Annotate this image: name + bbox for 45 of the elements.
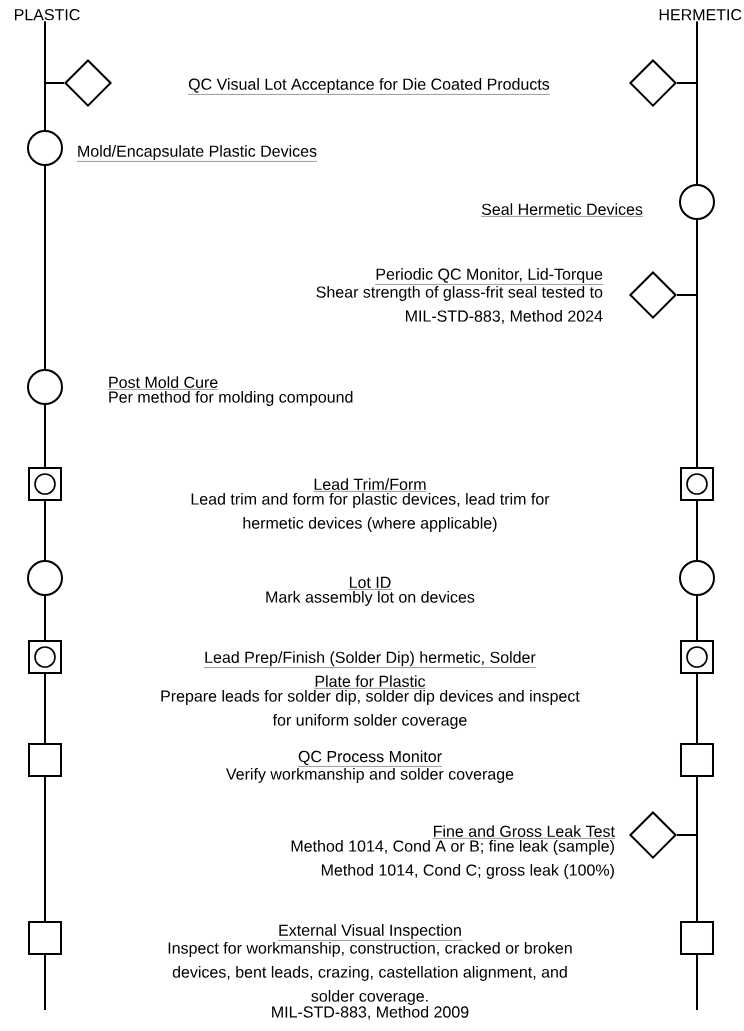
circle-symbol	[27, 560, 63, 596]
circle-symbol	[679, 184, 715, 220]
step-description: External Visual Inspection Inspect for workmanship, construction, cracked or broken devices, bent leads, crazing, castellation alignment, and solder coverage. MIL-STD-883, Method 2009	[168, 924, 572, 1020]
flow-line	[44, 500, 46, 561]
flow-line	[44, 673, 46, 744]
flow-line	[696, 595, 698, 641]
step-description: Mold/Encapsulate Plastic Devices	[76, 145, 318, 162]
circle-symbol	[27, 369, 63, 405]
step-description: Seal Hermetic Devices	[480, 203, 644, 217]
square-symbol	[680, 921, 714, 955]
flow-line	[44, 954, 46, 1011]
step-description: QC Visual Lot Acceptance for Die Coated Products	[187, 78, 551, 95]
step-description: Post Mold Cure Per method for molding compound	[107, 376, 353, 406]
branch-line	[676, 834, 698, 836]
column-heading: HERMETIC	[659, 9, 742, 21]
flow-line	[696, 219, 698, 468]
square-symbol	[680, 743, 714, 777]
flow-line	[44, 404, 46, 468]
flow-line	[696, 776, 698, 922]
step-description: Lead Trim/Form Lead trim and form for plastic devices, lead trim for hermetic devices (where applicable)	[191, 478, 550, 532]
flow-line	[696, 500, 698, 561]
column-heading: PLASTIC	[14, 9, 80, 21]
step-description: Periodic QC Monitor, Lid-Torque Shear strength of glass-frit seal tested to MIL-STD-883, Method 2024	[316, 268, 604, 324]
step-description: Lot ID Mark assembly lot on devices	[266, 576, 475, 606]
circle-symbol	[679, 560, 715, 596]
flow-line	[44, 776, 46, 922]
step-description: QC Process Monitor Verify workmanship and solder coverage	[226, 750, 514, 783]
branch-line	[44, 82, 65, 84]
diamond-symbol	[64, 59, 112, 107]
diamond-symbol	[629, 271, 677, 319]
flow-line	[44, 20, 46, 131]
branch-line	[676, 82, 698, 84]
flow-line	[696, 20, 698, 185]
square-symbol	[28, 921, 62, 955]
flow-line	[44, 595, 46, 641]
step-description: Lead Prep/Finish (Solder Dip) hermetic, Solder Plate for Plastic Prepare leads for solder dip, solder dip devices and inspect for uniform solder coverage	[161, 651, 580, 729]
circle-symbol	[27, 130, 63, 166]
diamond-symbol	[629, 59, 677, 107]
flow-line	[44, 165, 46, 370]
step-description: Fine and Gross Leak Test Method 1014, Cond A or B; fine leak (sample) Method 1014, Cond C; gross leak (100%)	[291, 825, 616, 879]
flow-line	[696, 673, 698, 744]
flow-line	[696, 954, 698, 1011]
diamond-symbol	[629, 811, 677, 859]
square-symbol	[28, 743, 62, 777]
branch-line	[676, 294, 698, 296]
